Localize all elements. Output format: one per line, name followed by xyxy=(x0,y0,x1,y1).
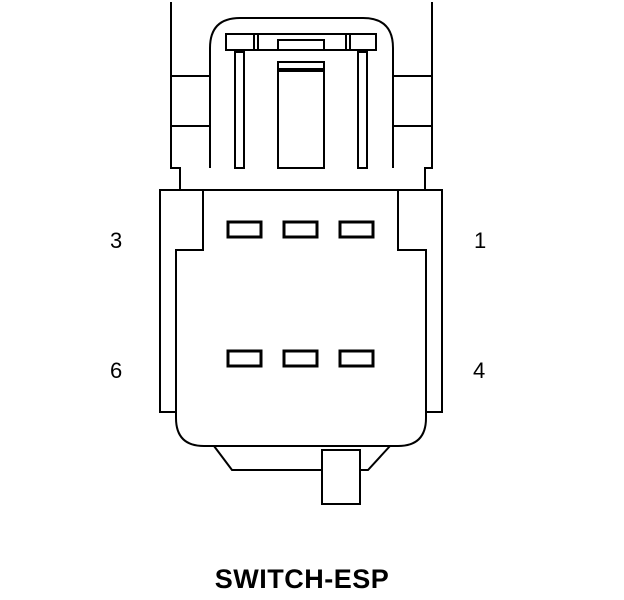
pin-cavity xyxy=(226,220,263,239)
pin-label-4: 4 xyxy=(473,358,486,383)
connector-latch xyxy=(170,2,433,191)
pin-label-3: 3 xyxy=(110,228,123,253)
pin-cavity xyxy=(282,220,319,239)
pin-cavity xyxy=(338,220,375,239)
pin-label-1: 1 xyxy=(474,228,487,253)
pin-label-6: 6 xyxy=(110,358,123,383)
pin-cavity xyxy=(338,349,375,368)
connector-name: SWITCH-ESP xyxy=(214,564,390,594)
pin-cavity xyxy=(226,349,263,368)
pin-cavity xyxy=(282,349,319,368)
connector-body xyxy=(159,189,443,505)
pin-cavities xyxy=(226,220,375,368)
